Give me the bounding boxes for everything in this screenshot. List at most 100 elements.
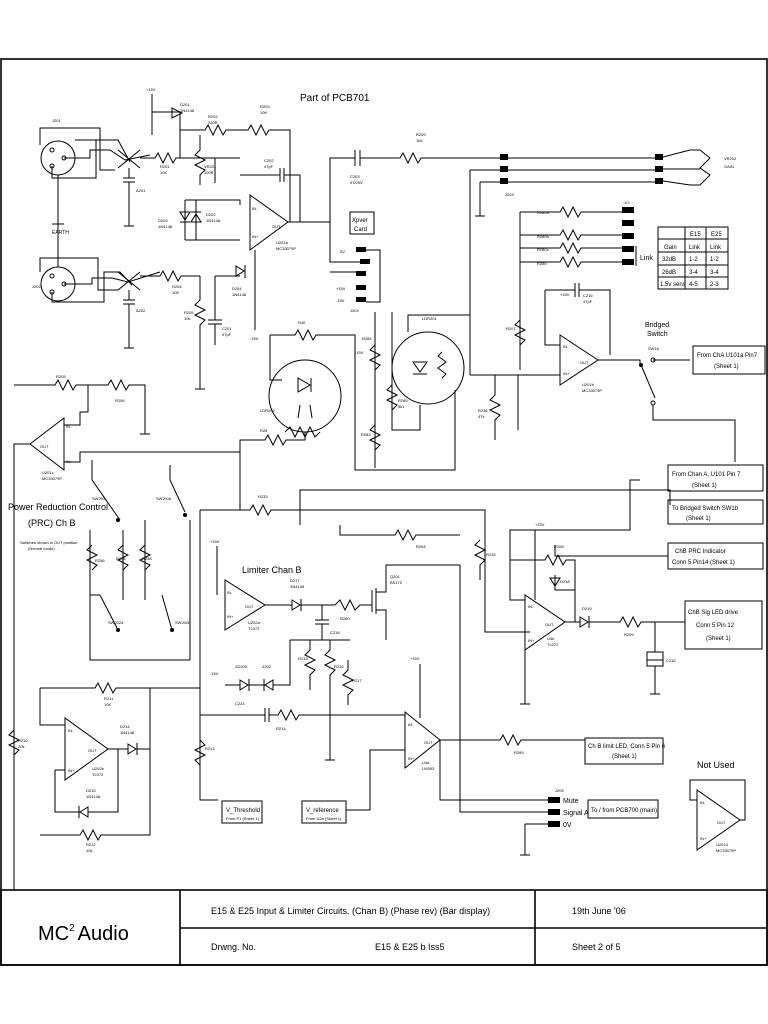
prc-note-2: (Normal mode) <box>28 546 55 551</box>
part-label: SW201b <box>156 496 172 501</box>
part-label: R210 <box>18 738 28 743</box>
part-label: A202 <box>136 308 146 313</box>
part-value: 1N4148 <box>206 218 221 223</box>
svg-text:IN+: IN+ <box>68 768 75 773</box>
resistor-r283: R283 <box>361 424 382 451</box>
part-value: GAIN <box>724 164 734 169</box>
part-label: R280c <box>537 247 549 252</box>
sheet-border <box>0 58 768 966</box>
connector-j203: J203 <box>469 154 655 375</box>
part-value: 10K <box>104 702 111 707</box>
part-label: R207 <box>506 326 516 331</box>
switch-contact <box>116 628 120 632</box>
part-value: 1N4148 <box>120 730 135 735</box>
svg-text:OUT: OUT <box>88 748 97 753</box>
gain-resistors <box>519 205 622 370</box>
svg-text:OUT: OUT <box>272 224 281 229</box>
resistor-r236: R236 47k <box>478 375 519 440</box>
diode-d204: D204 1N4148 -15V <box>215 250 259 341</box>
table-header: E15 <box>690 232 701 238</box>
svg-text:OUT: OUT <box>717 820 726 825</box>
resistor-r284: R284 +15V <box>354 336 382 371</box>
connector-j205: J205 Mute Signal A 0V <box>520 788 589 856</box>
diode-d202: D202 1N4148 <box>190 200 221 240</box>
pin-mute: Mute <box>563 798 579 805</box>
wire <box>339 525 460 542</box>
offsheet-line-1: ChB Sig LED drive <box>688 610 739 616</box>
part-label: LDR201 <box>422 316 437 321</box>
part-label: Q201 <box>390 574 401 579</box>
switch-contact <box>116 518 120 522</box>
part-value: 10k <box>184 316 190 321</box>
part-label: A201 <box>136 188 146 193</box>
part-label: U4b <box>547 636 555 641</box>
sig-led-drive: ChB Sig LED drive Conn 5 Pin 12 (Sheet 1… <box>684 600 763 650</box>
from-cha-u101a: From ChA U101a Pin7 (Sheet 1) <box>692 345 766 375</box>
svg-text:0V: 0V <box>340 249 345 254</box>
table-cell: 3-4 <box>689 270 698 276</box>
part-label: C215 <box>666 658 676 663</box>
drawing-number-label: Drwng. No. <box>211 942 256 952</box>
table-cell: Link <box>710 245 722 251</box>
part-label: C201 <box>222 326 232 331</box>
rail-plus: +15V <box>410 656 420 661</box>
vr201-pot: VR201 100R <box>193 135 240 185</box>
part-label: J201 <box>52 118 61 123</box>
bridged-switch[interactable]: Bridged Switch SW1b <box>639 322 736 462</box>
part-label: R205 <box>56 374 66 379</box>
xover-line-1: Xpver <box>352 218 368 224</box>
part-label: D214 <box>120 724 130 729</box>
d201-diode: +15V D201 1N4148 <box>146 87 216 183</box>
offsheet-line-1: From ChA U101a Pin7 <box>697 353 758 359</box>
part-label: VR201 <box>204 164 217 169</box>
part-label: R40 <box>298 320 306 325</box>
part-label: R209 <box>624 632 634 637</box>
part-label: U201c <box>42 470 54 475</box>
table-cell: Link <box>689 245 701 251</box>
part-label: R256 <box>95 558 105 563</box>
part-label: R285 <box>398 398 408 403</box>
resistor-r233: R233 <box>199 494 530 780</box>
drawing-number: E15 & E25 b Iss5 <box>375 942 445 952</box>
mosfet-q201: Q201 BS170 <box>371 564 460 640</box>
svg-text:+15V: +15V <box>336 286 346 291</box>
part-value: LM393 <box>422 766 435 771</box>
rail-plus: +15V <box>210 539 220 544</box>
limiter-title: Limiter Chan B <box>242 565 302 575</box>
prc-title-2: (PRC) Ch B <box>28 518 76 528</box>
part-value: BS170 <box>390 580 403 585</box>
from-chan-a-u101: From Chan A, U101 Pin 7 (Sheet 1) <box>667 464 764 492</box>
svg-text:IN+: IN+ <box>563 371 570 376</box>
diode-d218 <box>549 577 561 587</box>
rail-minus: -15V <box>250 336 259 341</box>
wire <box>299 489 671 525</box>
part-label: R212 <box>86 842 96 847</box>
part-label: D219 <box>582 606 592 611</box>
vr202-gain: VR202 GAIN <box>655 149 737 186</box>
part-value: 10K <box>160 170 167 175</box>
table-cell: 32dB <box>662 257 676 263</box>
part-value: TL072 <box>248 626 260 631</box>
offsheet-line-1: From Chan A, U101 Pin 7 <box>672 472 741 478</box>
ldr-wiring <box>239 312 470 510</box>
ldr202: LDR202 <box>260 359 342 439</box>
prc-switches[interactable] <box>89 460 191 661</box>
offsheet-line-2: (Sheet 1) <box>714 364 739 370</box>
to-bridged-switch: To Bridged Switch SW1b (Sheet 1) <box>667 499 764 525</box>
svg-text:IN-: IN- <box>700 800 706 805</box>
part-label: R280a <box>537 210 550 215</box>
svg-text:OUT: OUT <box>545 622 554 627</box>
opamp-u202b: IN- IN+ OUT U202b TL072 D214 1N4148 R211… <box>7 681 200 853</box>
part-label: R201 <box>160 164 170 169</box>
opamp-u4b: IN- IN+ OUT +15V U4b TL072 D219 R209 C21… <box>524 522 685 700</box>
svg-text:IN+: IN+ <box>528 638 535 643</box>
svg-text:IN-: IN- <box>66 424 72 429</box>
a202-crossover: A202 <box>117 271 146 344</box>
part-label: R254 <box>416 544 426 549</box>
part-label: R280 <box>340 616 350 621</box>
u4b-feedback <box>509 553 576 622</box>
part-label: J205 <box>555 788 564 793</box>
part-label: Z202 <box>262 664 272 669</box>
capacitor-c216: C216 47pF <box>545 283 611 355</box>
